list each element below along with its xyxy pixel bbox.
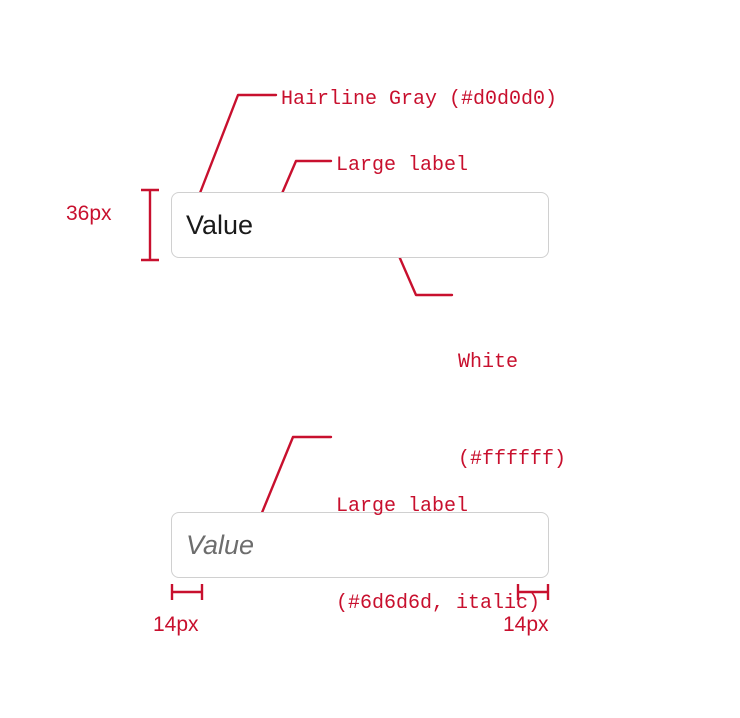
input-field-filled[interactable]: Value bbox=[171, 192, 549, 258]
annotation-white-fill: White (#ffffff) bbox=[458, 282, 566, 541]
measurement-label-inset-right: 14px bbox=[503, 613, 549, 636]
input-field-placeholder-text: Value bbox=[186, 529, 255, 560]
annotation-large-label-placeholder-line1: Large label bbox=[336, 494, 469, 518]
annotation-white-fill-line2: (#ffffff) bbox=[458, 447, 567, 471]
annotation-large-label-placeholder-line2: (#6d6d6d, italic) bbox=[336, 591, 541, 615]
measurement-label-inset-left: 14px bbox=[153, 613, 199, 636]
leader-line-hairline-gray bbox=[198, 93, 278, 195]
annotation-large-label-filled: Large label bbox=[336, 154, 469, 177]
dimension-bracket-height bbox=[141, 188, 159, 262]
annotation-white-fill-line1: White bbox=[458, 350, 519, 374]
input-field-placeholder[interactable]: Value bbox=[171, 512, 549, 578]
input-field-value-text: Value bbox=[186, 209, 254, 240]
annotation-hairline-gray: Hairline Gray (#d0d0d0) bbox=[281, 88, 558, 111]
dimension-bracket-inset-left bbox=[170, 584, 204, 600]
measurement-label-height: 36px bbox=[66, 202, 112, 225]
annotation-large-label-placeholder: Large label (#6d6d6d, italic) bbox=[336, 426, 540, 685]
